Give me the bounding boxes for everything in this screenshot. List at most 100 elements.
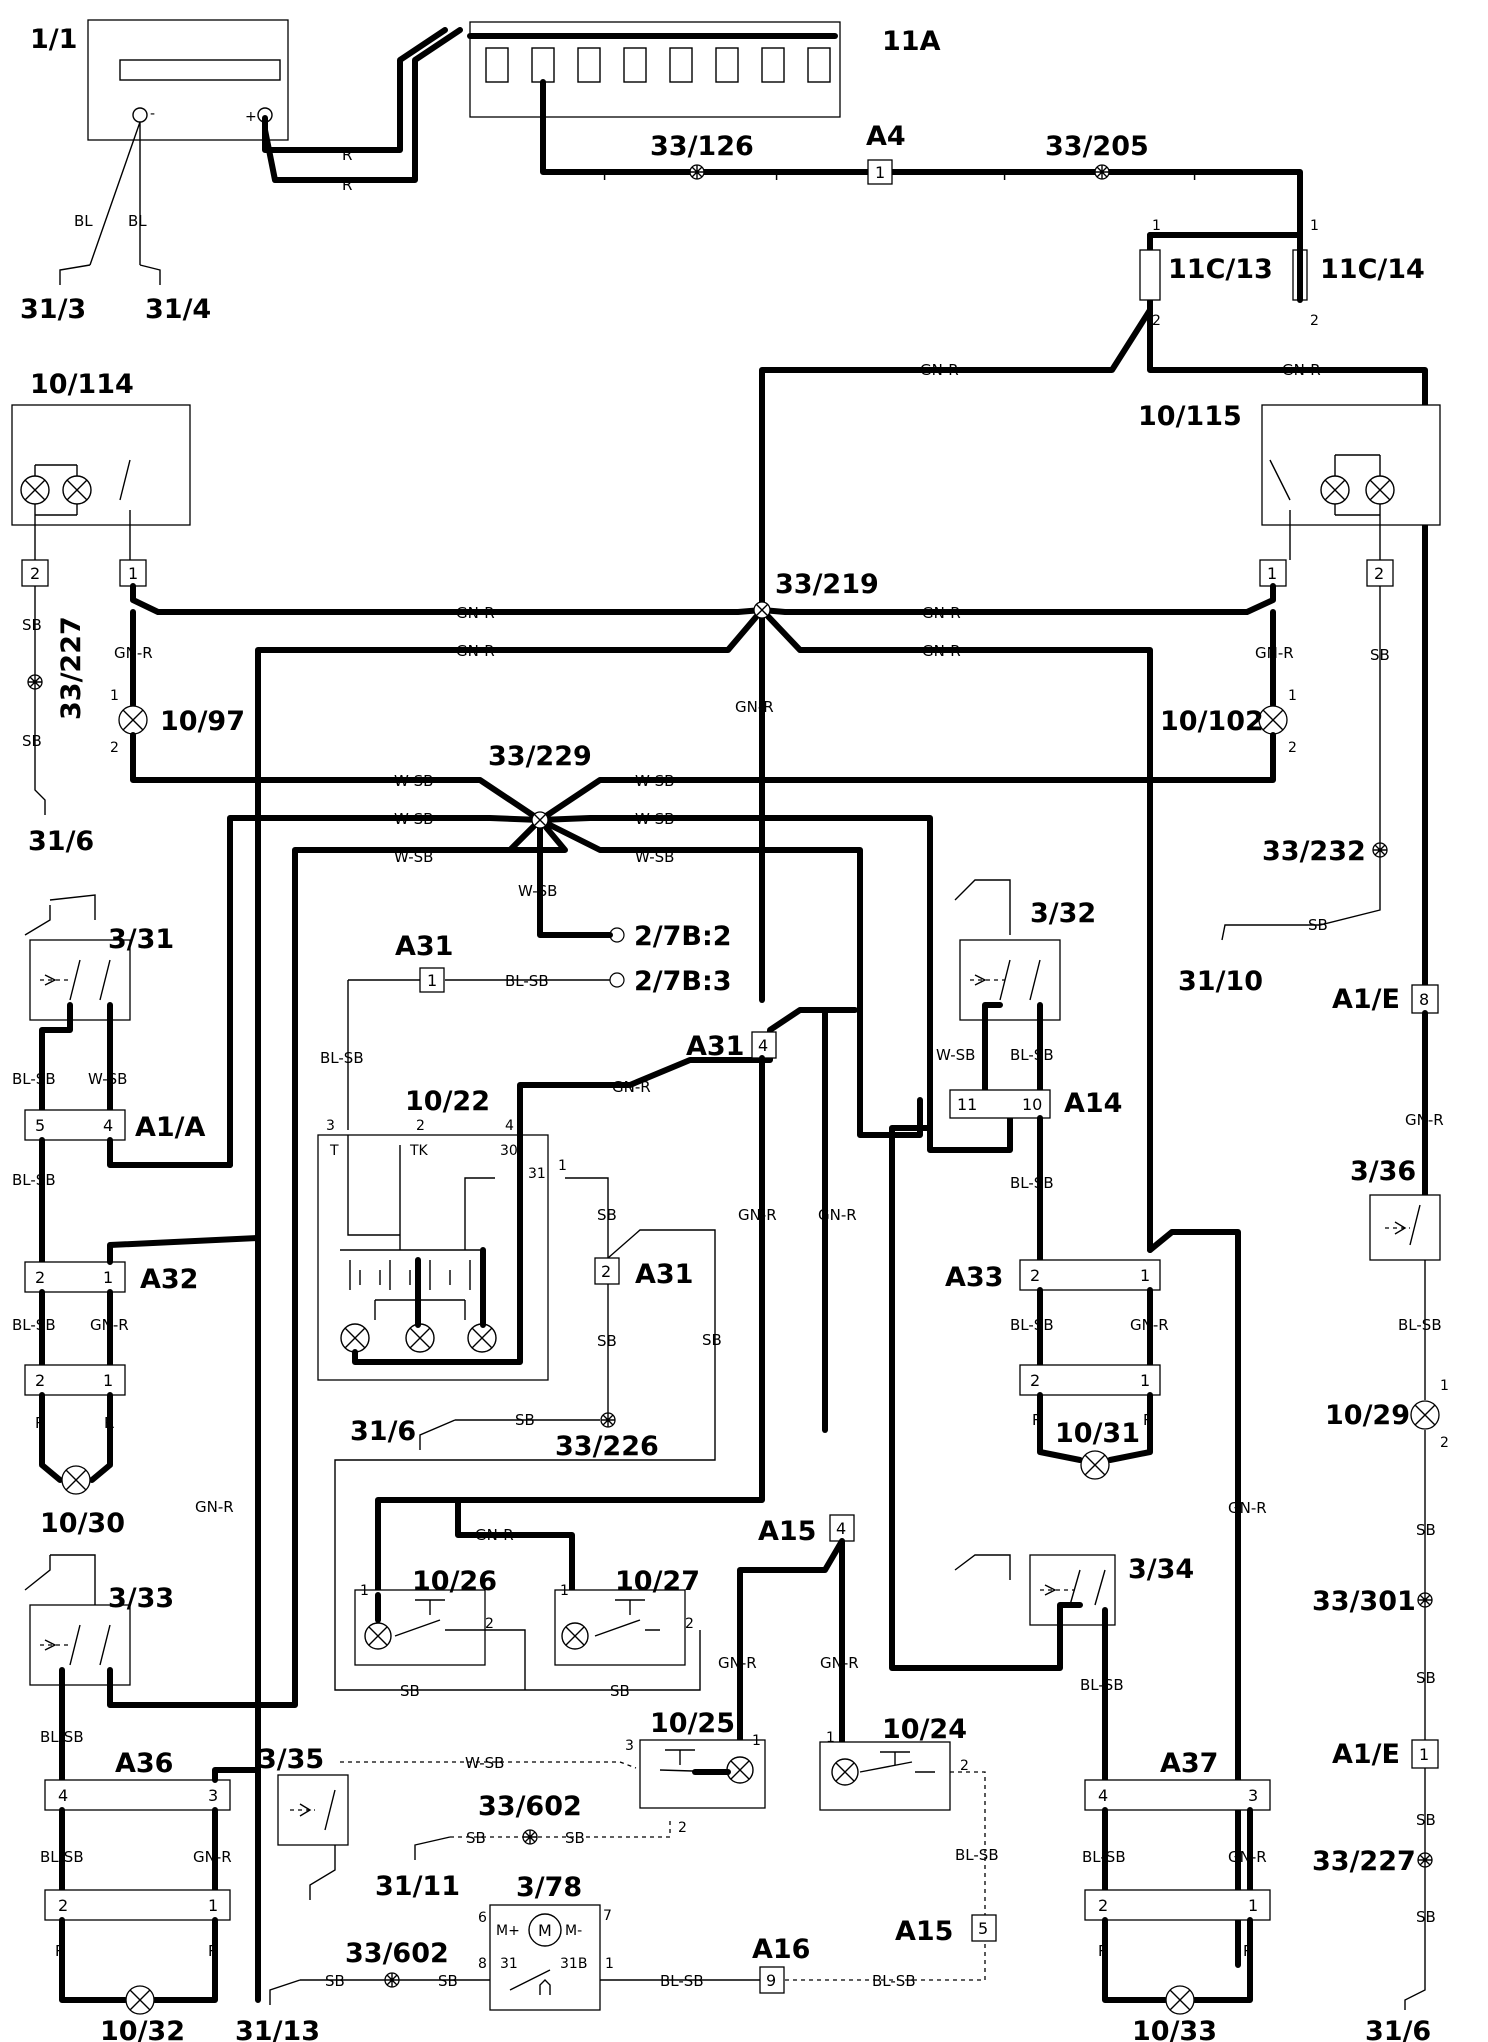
wire-label-sb-e: SB (597, 1332, 617, 1350)
wire-label-y2: Y (771, 166, 782, 184)
connector-a31-mid-label: A31 (686, 1031, 744, 1062)
wire-to-10-32 (59, 1917, 218, 2003)
motor-symbol: M (538, 1921, 552, 1940)
wire-to-10-31 (1037, 1392, 1153, 1463)
wire-label-gnr-u: GN-R (820, 1654, 859, 1672)
switch-3-35 (277, 1774, 349, 1900)
ground-31-6-b: 31/6 (350, 1416, 416, 1447)
wire-label-gnr-s: GN-R (475, 1526, 514, 1544)
pin-10-26-1: 1 (360, 1583, 369, 1599)
switch-3-36-label: 3/36 (1350, 1156, 1416, 1187)
pin-10-22-31: 31 (528, 1166, 546, 1182)
connector-a15-5-pin: 5 (978, 1919, 988, 1938)
wire-label-wsb-c: W-SB (394, 848, 433, 866)
lamp-10-27-label: 10/27 (615, 1566, 700, 1597)
switch-3-31 (24, 894, 131, 1021)
lamp-10-102-label: 10/102 (1160, 706, 1264, 737)
pin-11c13-1: 1 (1152, 218, 1161, 234)
ground-31-3: 31/3 (20, 294, 86, 325)
ground-31-10: 31/10 (1178, 966, 1263, 997)
wire-label-blsb-a: BL-SB (505, 972, 549, 990)
wire-label-blsb-j: BL-SB (40, 1728, 84, 1746)
wire-label-wsb-e: W-SB (635, 810, 674, 828)
wire-label-r8: R (208, 1942, 218, 1960)
splice-33-229-label: 33/229 (488, 741, 592, 772)
splice-33-602-a (522, 1829, 538, 1845)
splice-33-219 (753, 601, 771, 619)
wire-label-r2: R (342, 176, 352, 194)
connector-a14-label: A14 (1064, 1088, 1122, 1119)
pin-10-22-30: 30 (500, 1143, 518, 1159)
connector-a32-2: 2 (35, 1268, 45, 1287)
wire-label-sb-n: SB (610, 1682, 630, 1700)
connector-a36-lower (44, 1889, 231, 1921)
connector-a15-a-label: A15 (758, 1516, 816, 1547)
splice-33-126 (689, 164, 705, 180)
lamp-10-97-label: 10/97 (160, 706, 245, 737)
wire-3-34-wsb (889, 1125, 1083, 1671)
ground-31-11-symbol (414, 1836, 451, 1860)
wire-label-wsb-j: W-SB (465, 1754, 504, 1772)
ground-31-4: 31/4 (145, 294, 211, 325)
switch-3-36 (1369, 1194, 1441, 1261)
switch-3-32-label: 3/32 (1030, 898, 1096, 929)
wire-sb-a31-2 (565, 1177, 609, 1258)
wire-label-blsb-p: BL-SB (872, 1972, 916, 1990)
connector-a1a-label: A1/A (135, 1112, 206, 1143)
wire-a32-down (39, 1289, 113, 1368)
wire-10-24-blsb (950, 1771, 986, 1915)
connector-115-1-pin: 1 (1267, 564, 1277, 583)
wire-label-blsb-f: BL-SB (1010, 1046, 1054, 1064)
fusebox-label: 11A (882, 26, 941, 57)
wire-label-blsb-l: BL-SB (955, 1846, 999, 1864)
ground-symbols-top (59, 264, 161, 285)
wire-10-26-10-27 (375, 1497, 575, 1623)
switch-3-35-label: 3/35 (258, 1744, 324, 1775)
connector-a33-2: 2 (1030, 1266, 1040, 1285)
fusebox: 11A (467, 21, 941, 118)
splice-33-227-right-label: 33/227 (1312, 1846, 1416, 1877)
connector-a37-lower-2: 2 (1098, 1896, 1108, 1915)
wire-sb-right-upper (1221, 586, 1381, 941)
motor-m-minus: M- (565, 1923, 582, 1939)
wire-label-sb-p: SB (565, 1829, 585, 1847)
pin-3-78-6: 6 (478, 1910, 487, 1926)
connector-a31-1 (419, 967, 445, 993)
terminal-2-7b-2 (609, 927, 625, 943)
switch-3-33-label: 3/33 (108, 1583, 174, 1614)
wire-wsb-3 (227, 815, 1013, 1168)
wire-3-35-wsb (340, 1761, 637, 1769)
pin-10-29-2: 2 (1440, 1435, 1449, 1451)
connector-a31-4 (751, 1031, 777, 1059)
wire-label-sb-r: SB (438, 1972, 458, 1990)
wire-label-gnr-h: GN-R (114, 644, 153, 662)
connector-a37-label: A37 (1160, 1748, 1218, 1779)
pin-10-22-2: 2 (416, 1118, 425, 1134)
wire-label-sb-k: SB (1416, 1811, 1436, 1829)
lamp-switch-10-26 (354, 1589, 486, 1666)
wire-label-sb-a: SB (22, 616, 42, 634)
connector-a32-upper (24, 1261, 126, 1293)
connector-a37-lower (1084, 1889, 1271, 1921)
battery-minus-label: - (150, 106, 155, 122)
pin-10-24-1: 1 (826, 1730, 835, 1746)
connector-a1e-1-pin: 1 (1419, 1745, 1429, 1764)
wire-a15-4-out (737, 1538, 845, 1748)
pin-10-26-2: 2 (485, 1616, 494, 1632)
connector-a36-label: A36 (115, 1748, 173, 1779)
wire-battery-plus-2 (262, 27, 463, 183)
wire-label-gnr-f: GN-R (922, 642, 961, 660)
connector-a15-b-label: A15 (895, 1916, 953, 1947)
wire-label-sb-j: SB (1416, 1669, 1436, 1687)
wire-label-sb-l: SB (1416, 1908, 1436, 1926)
switch-3-33 (24, 1554, 131, 1686)
wire-label-gnr-m: GN-R (738, 1206, 777, 1224)
lamp-10-97 (118, 705, 148, 735)
connector-a33-upper (1019, 1259, 1161, 1291)
connector-a36-upper (44, 1779, 231, 1811)
pin-10-22-3: 3 (326, 1118, 335, 1134)
lamp-unit-10-115 (1261, 404, 1441, 560)
connector-a37-4: 4 (1098, 1786, 1108, 1805)
connector-a4-label: A4 (866, 121, 906, 152)
connector-a31-1-pin: 1 (427, 971, 437, 990)
